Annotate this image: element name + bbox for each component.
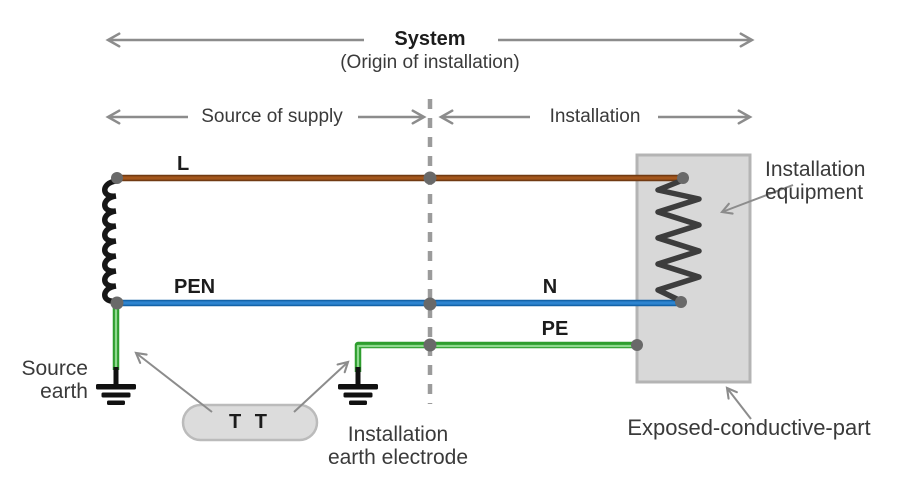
- junction-dots: [110, 171, 689, 352]
- system-title: System: [394, 28, 466, 50]
- installation-earth-electrode-label: Installation earth electrode: [298, 423, 498, 469]
- installation-equipment-line1: Installation: [765, 158, 866, 181]
- exposed-part-label-arrow: [725, 386, 752, 420]
- badge-to-source-earth-arrow: [134, 351, 213, 413]
- installation-earth-ground-icon: [338, 384, 378, 405]
- junction-dot: [110, 296, 124, 310]
- pe-conductor-label: PE: [541, 318, 569, 340]
- pe-conductor-edge: [354, 341, 637, 372]
- junction-dot: [423, 171, 437, 185]
- junction-dot: [677, 172, 689, 184]
- pen-conductor-label: PEN: [174, 276, 216, 298]
- installation-equipment-line2: equipment: [765, 181, 864, 205]
- junction-dot: [423, 338, 437, 352]
- junction-dot: [111, 172, 123, 184]
- installation-section-label: Installation: [549, 106, 641, 127]
- junction-dot: [675, 296, 687, 308]
- source-earth-label-line2: earth: [40, 380, 88, 404]
- equipment-label-arrow: [719, 184, 794, 215]
- installation-earth-electrode-line2: earth electrode: [327, 446, 469, 470]
- source-earth-label: Source earth: [18, 357, 88, 403]
- installation-equipment-label: Installation equipment: [765, 158, 865, 204]
- system-type-badge-pill: [181, 403, 319, 442]
- junction-dot: [423, 297, 437, 311]
- neutral-conductor-label: N: [542, 276, 558, 298]
- installation-equipment-box: [635, 153, 752, 384]
- source-winding-coil: [102, 178, 119, 304]
- installation-earth-electrode-line1: Installation: [347, 423, 449, 446]
- junction-dot: [631, 339, 643, 351]
- system-type-badge-label: T T: [229, 411, 271, 433]
- source-earth-ground-icon: [96, 384, 136, 405]
- pe-conductor-core: [356, 344, 636, 370]
- equipment-winding-coil: [655, 177, 702, 304]
- origin-of-installation-subtitle: (Origin of installation): [340, 52, 520, 73]
- badge-to-electrode-arrow: [293, 360, 350, 413]
- line-conductor-label: L: [177, 153, 190, 175]
- source-of-supply-label: Source of supply: [201, 106, 343, 127]
- exposed-conductive-part-label: Exposed-conductive-part: [627, 415, 871, 440]
- source-earth-label-line1: Source: [21, 357, 88, 380]
